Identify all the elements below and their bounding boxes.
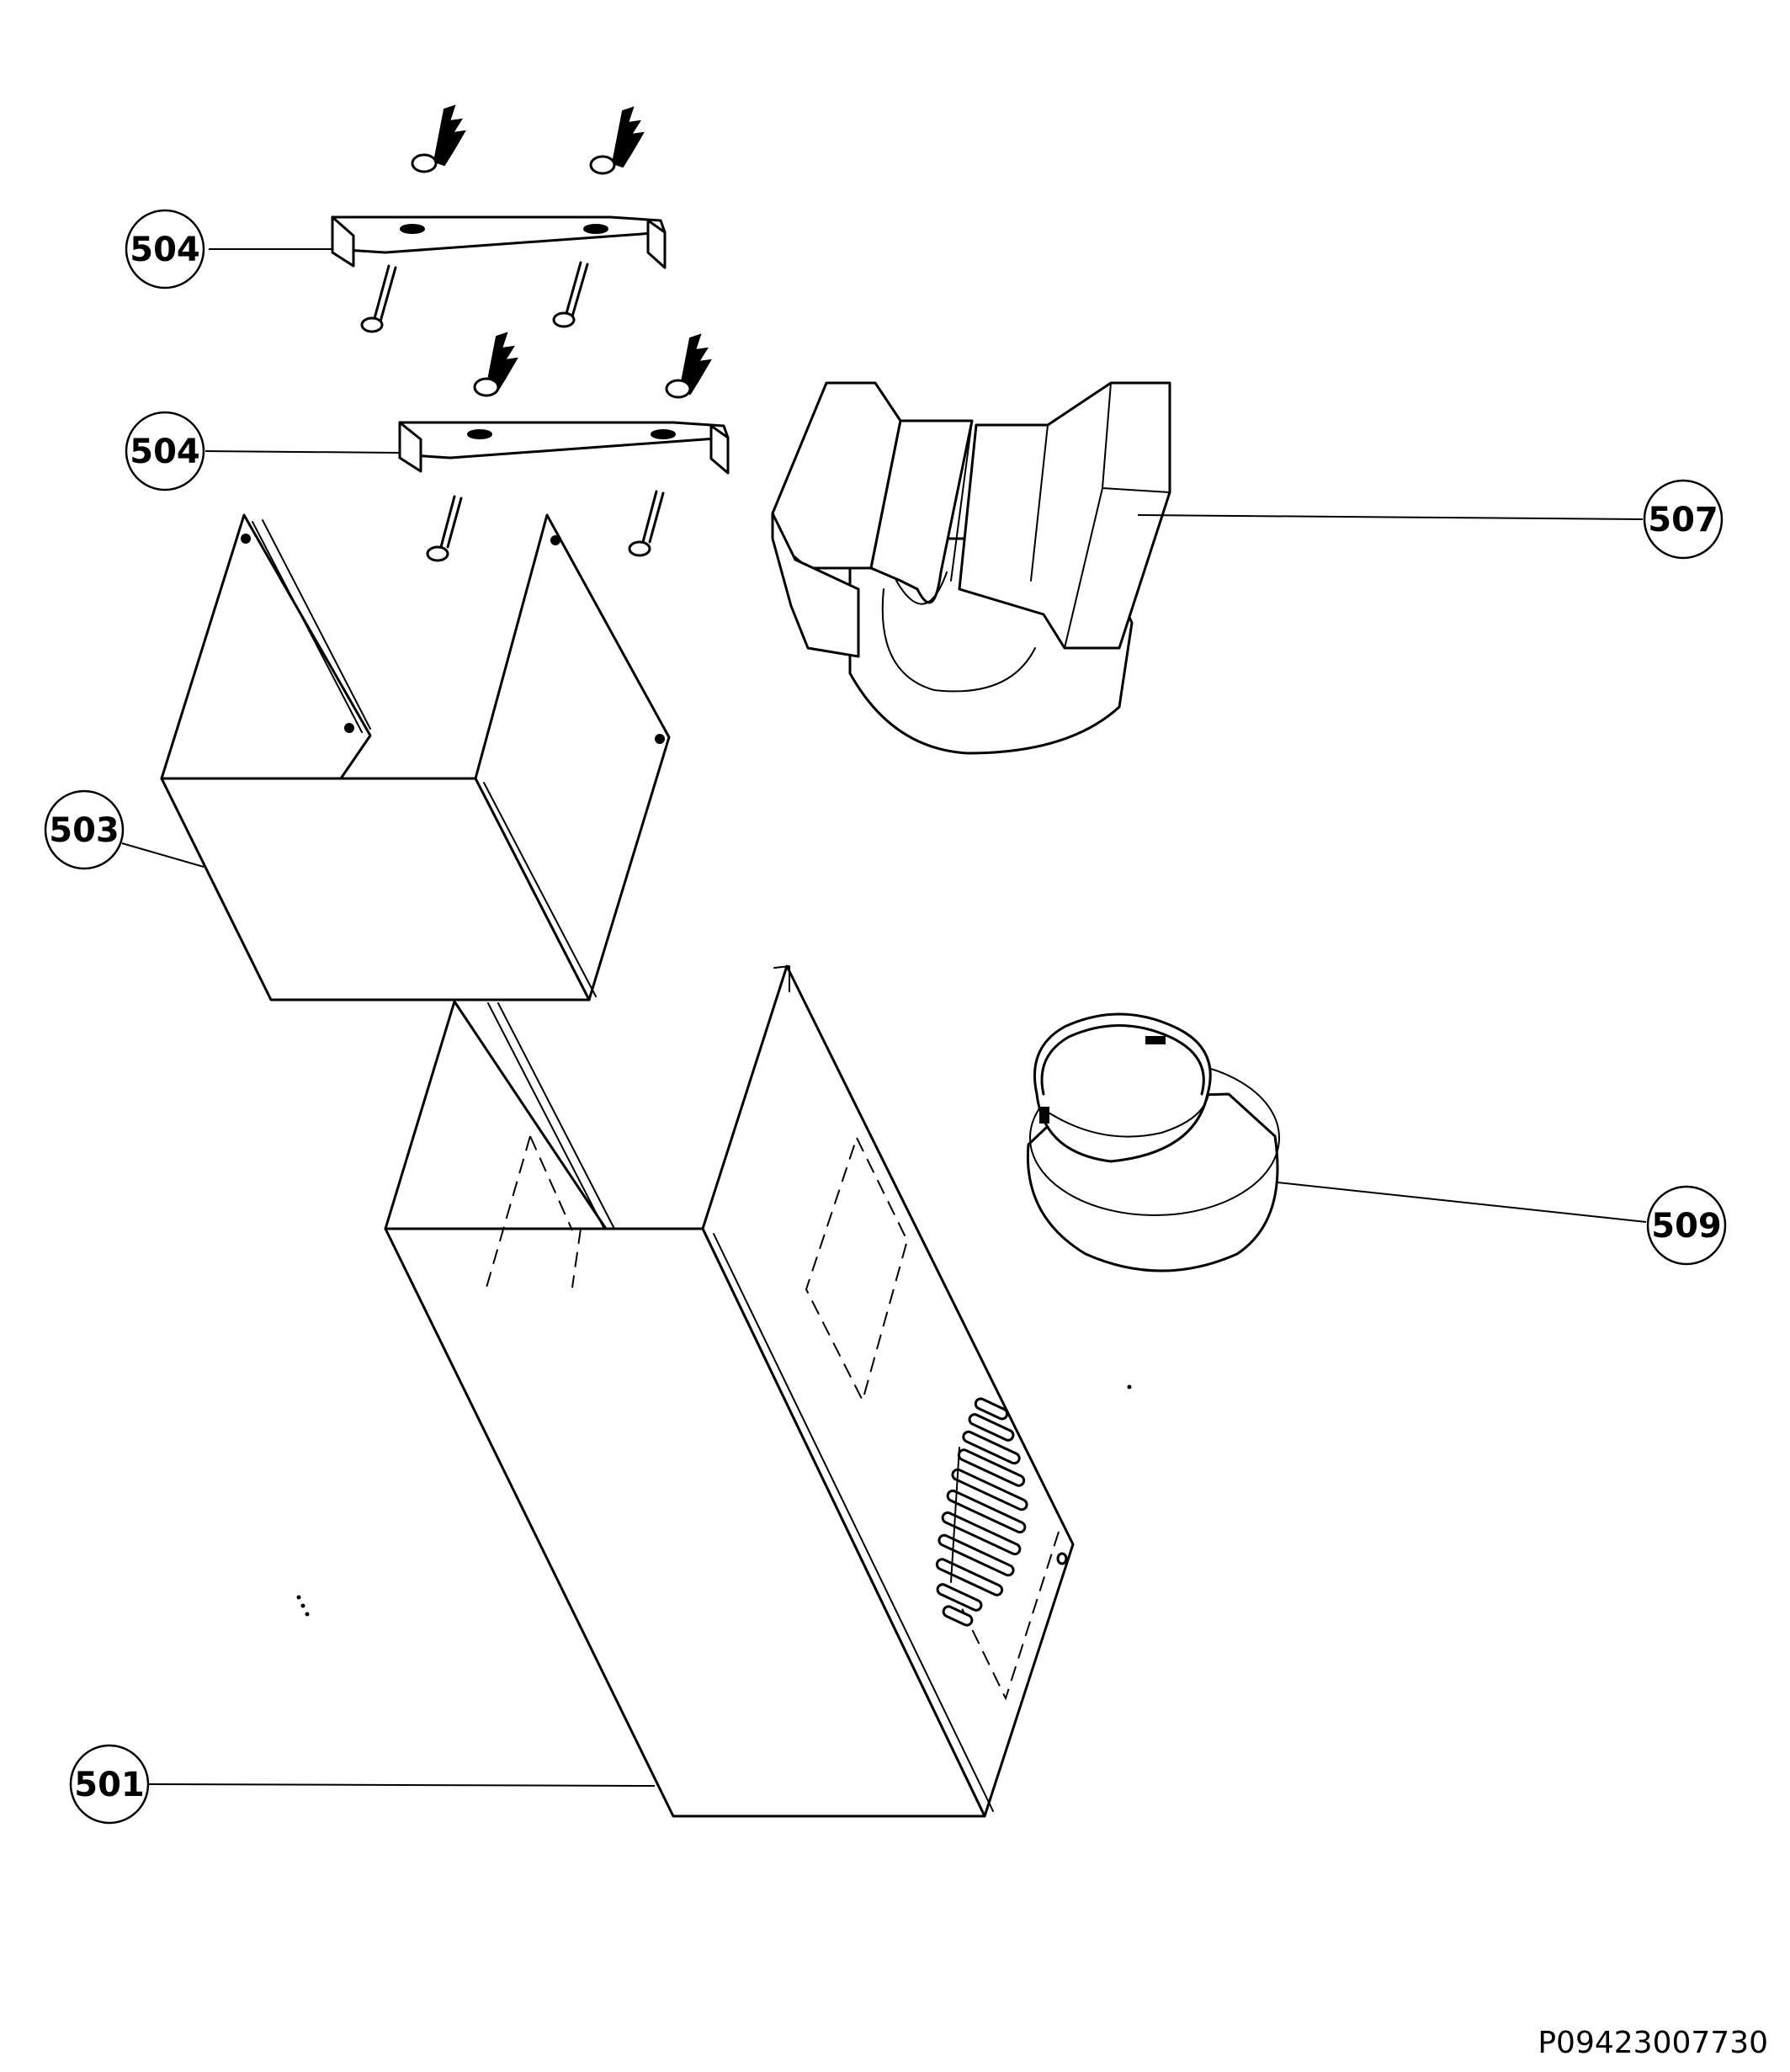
callout-label: 507 <box>1648 501 1718 539</box>
vent-grille <box>935 1397 1028 1627</box>
callout-504-lower: 504 <box>125 411 401 491</box>
callout-label: 504 <box>130 231 200 269</box>
callout-label: 509 <box>1651 1207 1722 1246</box>
callout-label: 503 <box>49 811 120 850</box>
wall-bracket-upper <box>331 104 667 333</box>
callout-label: 504 <box>130 433 200 471</box>
wall-bracket-lower <box>398 332 730 562</box>
screw <box>628 490 665 557</box>
callout-503: 503 <box>44 789 204 870</box>
callout-501: 501 <box>69 1744 656 1825</box>
wall-plug <box>411 104 466 173</box>
duct-adapter <box>771 381 1171 755</box>
screw <box>552 261 589 328</box>
wall-plug <box>665 333 712 399</box>
screw <box>426 495 463 562</box>
lower-chimney-cover <box>384 964 1075 1818</box>
callout-label: 501 <box>74 1766 145 1804</box>
callout-509: 509 <box>1277 1182 1727 1266</box>
round-collar <box>1026 1012 1280 1272</box>
screw <box>360 264 397 333</box>
upper-chimney-cover <box>160 513 671 1001</box>
wall-plug <box>589 106 645 175</box>
wall-plug <box>473 332 518 397</box>
callout-504-upper: 504 <box>125 209 332 290</box>
document-code: P09423007730 <box>1538 2026 1768 2060</box>
callout-507: 507 <box>1137 479 1724 560</box>
